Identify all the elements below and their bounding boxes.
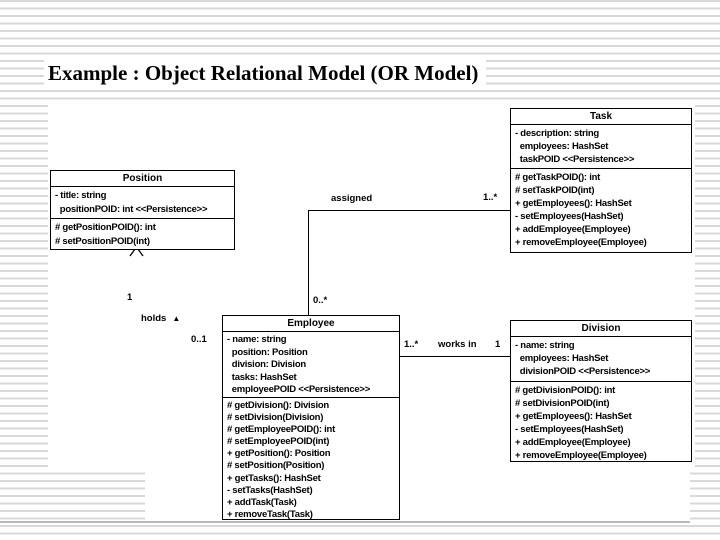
method-line: # getPositionPOID(): int — [55, 222, 156, 233]
assigned-employee-multiplicity: 0..* — [313, 295, 328, 306]
class-box-position: Position - title: string positionPOID: i… — [50, 170, 235, 250]
attribute-line: employees: HashSet — [515, 141, 609, 152]
holds-direction-triangle-icon: ▲ — [172, 313, 181, 323]
method-line: - setTasks(HashSet) — [227, 484, 313, 496]
method-line: + addTask(Task) — [227, 496, 297, 508]
method-line: # setEmployeePOID(int) — [227, 436, 330, 448]
class-box-division: Division - name: string employees: HashS… — [510, 320, 692, 462]
class-attributes-division: - name: string employees: HashSet divisi… — [511, 337, 691, 382]
method-line: + addEmployee(Employee) — [515, 437, 631, 448]
works-in-association-line — [400, 356, 510, 357]
method-line: + removeTask(Task) — [227, 508, 313, 520]
method-line: # setTaskPOID(int) — [515, 185, 595, 196]
attribute-line: - name: string — [227, 334, 287, 345]
method-line: + getEmployees(): HashSet — [515, 411, 632, 422]
class-attributes-task: - description: string employees: HashSet… — [511, 125, 691, 169]
slide-title: Example : Object Relational Model (OR Mo… — [44, 58, 487, 90]
class-name-division: Division — [511, 321, 691, 337]
works-in-association-label: works in — [438, 339, 477, 350]
holds-employee-multiplicity: 0..1 — [191, 334, 207, 345]
method-line: + removeEmployee(Employee) — [515, 237, 647, 248]
class-methods-task: # getTaskPOID(): int # setTaskPOID(int) … — [511, 169, 691, 252]
method-line: # setPositionPOID(int) — [55, 236, 150, 247]
method-line: + getEmployees(): HashSet — [515, 198, 632, 209]
method-line: # setDivisionPOID(int) — [515, 398, 610, 409]
method-line: # setDivision(Division) — [227, 412, 324, 424]
class-name-position: Position — [51, 171, 234, 187]
method-line: # getDivisionPOID(): int — [515, 385, 616, 396]
class-methods-employee: # getDivision(): Division # setDivision(… — [223, 398, 399, 522]
class-attributes-position: - title: string positionPOID: int <<Pers… — [51, 187, 234, 219]
attribute-line: - description: string — [515, 128, 599, 139]
attribute-line: positionPOID: int <<Persistence>> — [55, 204, 208, 215]
attribute-line: division: Division — [227, 359, 306, 370]
attribute-line: - name: string — [515, 340, 575, 351]
attribute-line: position: Position — [227, 346, 308, 358]
works-in-division-multiplicity: 1 — [495, 339, 501, 350]
assigned-association-line-horizontal — [308, 210, 511, 211]
method-line: + addEmployee(Employee) — [515, 224, 631, 235]
method-line: # setPosition(Position) — [227, 460, 325, 472]
method-line: # getDivision(): Division — [227, 400, 329, 411]
class-methods-division: # getDivisionPOID(): int # setDivisionPO… — [511, 382, 691, 463]
class-name-task: Task — [511, 109, 691, 125]
class-box-employee: Employee - name: string position: Positi… — [222, 315, 400, 520]
attribute-line: taskPOID <<Persistence>> — [515, 154, 635, 165]
attribute-line: tasks: HashSet — [227, 371, 297, 383]
method-line: # getTaskPOID(): int — [515, 172, 601, 183]
method-line: # getEmployeePOID(): int — [227, 424, 336, 436]
method-line: + getTasks(): HashSet — [227, 472, 321, 484]
method-line: - setEmployees(HashSet) — [515, 424, 624, 435]
assigned-task-multiplicity: 1..* — [483, 192, 498, 203]
method-line: + getPosition(): Position — [227, 448, 331, 460]
attribute-line: divisionPOID <<Persistence>> — [515, 366, 651, 377]
assigned-association-label: assigned — [331, 193, 373, 204]
holds-label-text: holds — [141, 313, 167, 324]
attribute-line: employeePOID <<Persistence>> — [227, 384, 371, 395]
method-line: + removeEmployee(Employee) — [515, 450, 647, 461]
attribute-line: - title: string — [55, 190, 107, 201]
holds-association-label: holds ▲ — [141, 313, 180, 324]
class-box-task: Task - description: string employees: Ha… — [510, 108, 692, 253]
works-in-employee-multiplicity: 1..* — [404, 339, 419, 350]
assigned-association-line-vertical — [308, 210, 309, 315]
bottom-divider — [0, 521, 690, 523]
class-name-employee: Employee — [223, 316, 399, 332]
class-methods-position: # getPositionPOID(): int # setPositionPO… — [51, 219, 234, 250]
attribute-line: employees: HashSet — [515, 353, 609, 364]
holds-position-multiplicity: 1 — [127, 292, 133, 303]
class-attributes-employee: - name: string position: Position divisi… — [223, 332, 399, 398]
method-line: - setEmployees(HashSet) — [515, 211, 624, 222]
